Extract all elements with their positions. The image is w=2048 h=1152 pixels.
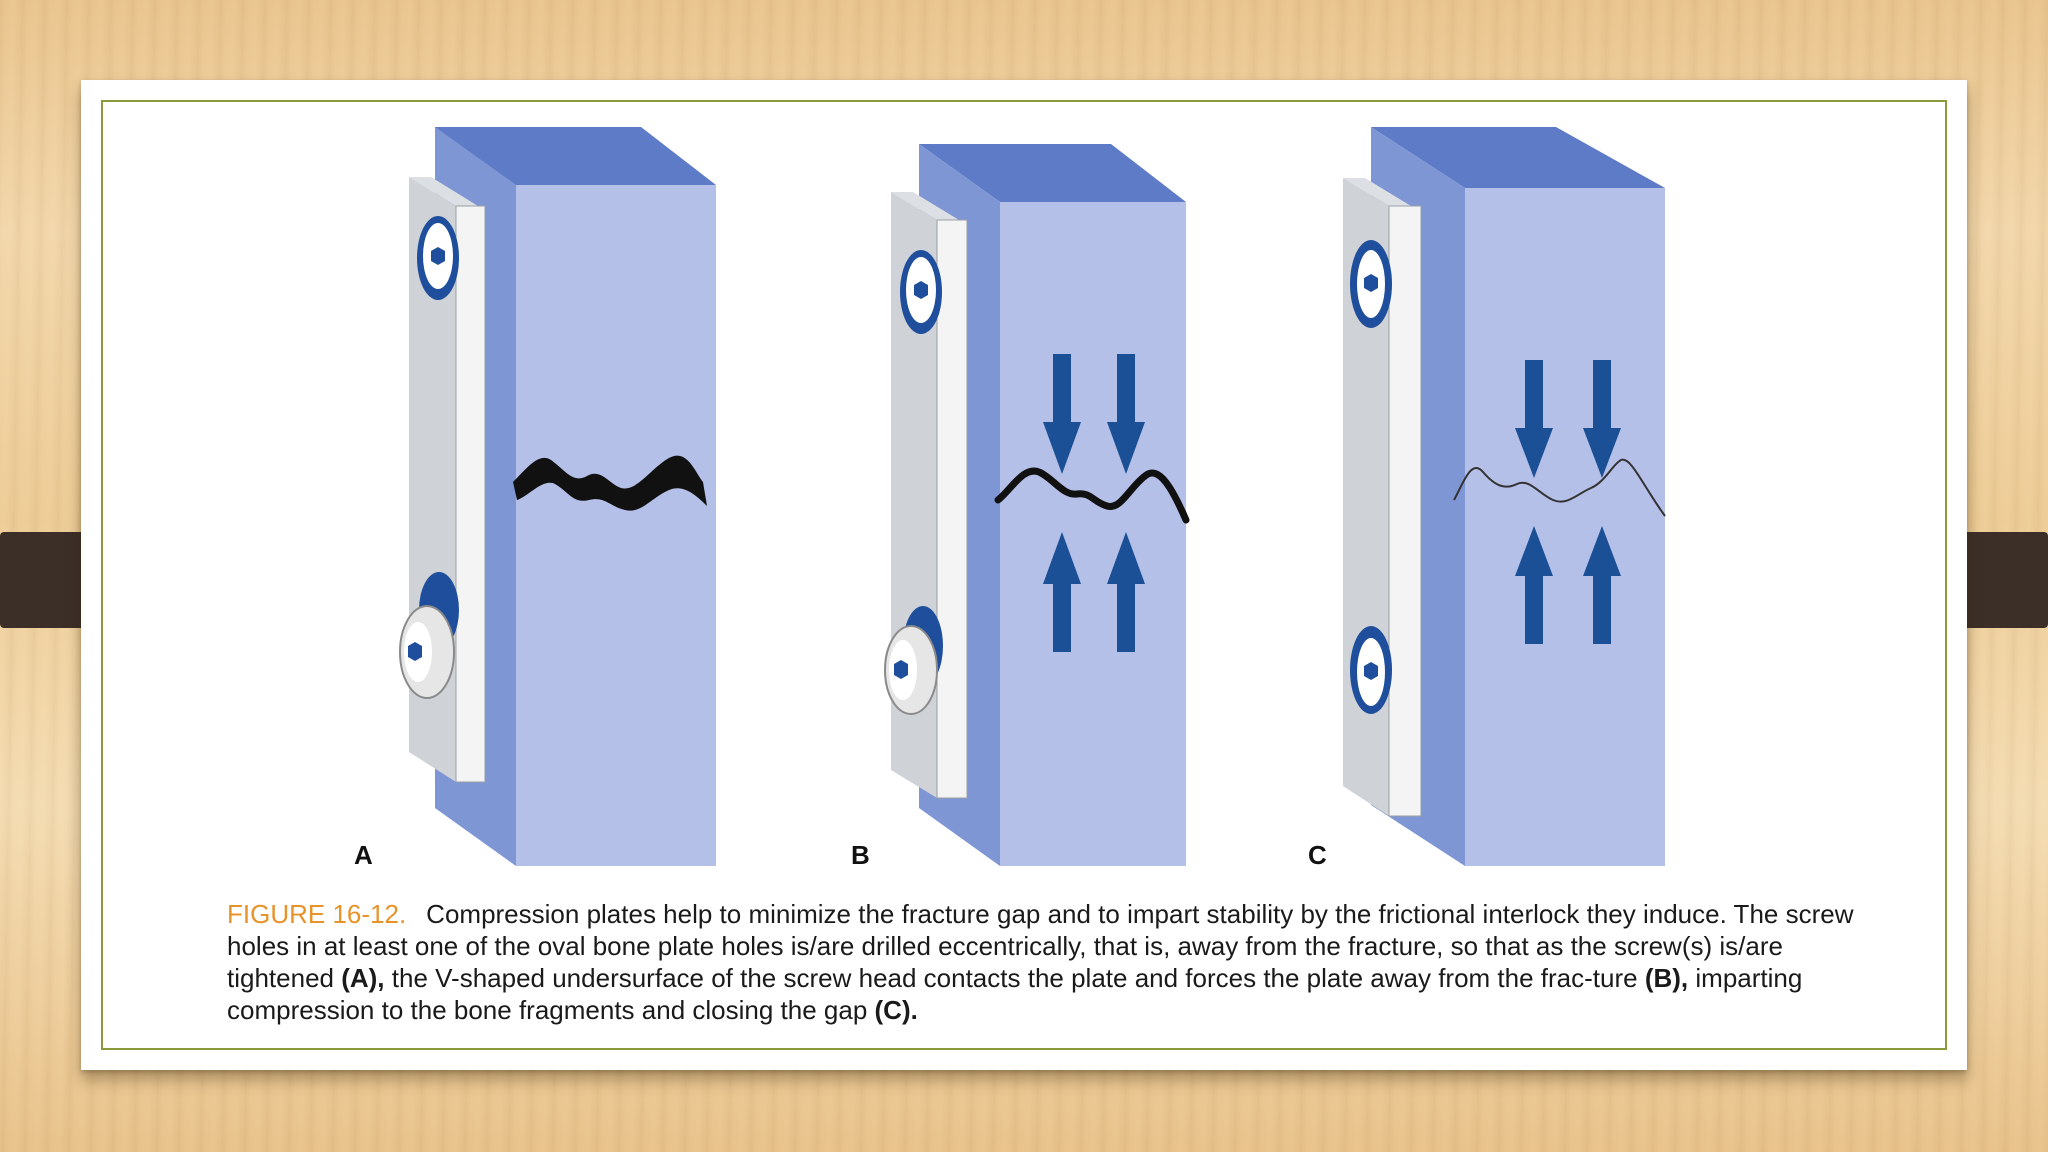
plate-c-top <box>1343 178 1411 206</box>
slide-card: A B C FIGURE 16-12.Compression plates he… <box>81 80 1967 1070</box>
fracture-line-a <box>513 455 707 511</box>
bone-c-top <box>1371 127 1665 188</box>
slide-frame-border <box>101 100 1947 1050</box>
bone-c-front <box>1465 188 1665 866</box>
figure-caption: FIGURE 16-12.Compression plates help to … <box>227 898 1867 1026</box>
caption-ref-b: (B), <box>1644 963 1689 993</box>
compression-arrow-icon <box>1515 360 1621 644</box>
compression-plate-figure: A B C <box>354 127 1666 870</box>
bone-a-top-wide <box>435 127 716 185</box>
plate-c-face <box>1388 205 1422 817</box>
caption-figure-number: FIGURE 16-12. <box>227 899 407 929</box>
plate-b-top <box>891 192 959 220</box>
panel-label-c: C <box>1308 840 1327 870</box>
caption-ref-c: (C). <box>874 995 918 1025</box>
bone-a-front-wide <box>516 185 716 866</box>
compression-arrow-icon <box>1043 354 1145 652</box>
panel-b <box>884 144 1190 866</box>
panel-a <box>399 127 716 866</box>
fracture-line-b <box>994 467 1190 524</box>
caption-ref-a: (A), <box>341 963 385 993</box>
caption-text-1: Compression plates help to minimize the … <box>227 899 1854 993</box>
plate-a-top <box>409 177 478 206</box>
plate-a-face <box>455 205 486 783</box>
caption-text-2: the V-shaped undersurface of the screw h… <box>384 963 1645 993</box>
caption-text-3: imparting compression to the bone fragme… <box>227 963 1803 1025</box>
screw-head-icon <box>431 247 445 265</box>
bone-b-top <box>919 144 1186 202</box>
panel-c <box>1343 127 1666 866</box>
bone-b-front <box>1000 202 1186 866</box>
panel-label-a: A <box>354 840 373 870</box>
plate-b-face <box>936 219 968 799</box>
fracture-line-c <box>1453 458 1666 517</box>
panel-label-b: B <box>851 840 870 870</box>
